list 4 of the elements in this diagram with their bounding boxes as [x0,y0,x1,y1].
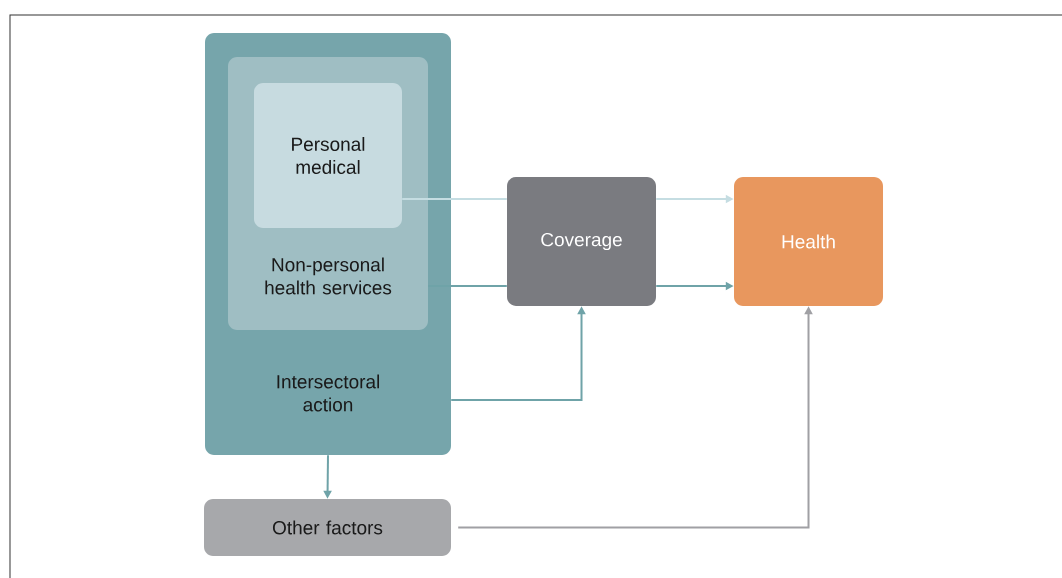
process-box: Personal medical [254,83,402,228]
outcome-box: Health [734,177,883,306]
process-box: Other factors [204,499,451,556]
process-box: Coverage [507,177,656,306]
